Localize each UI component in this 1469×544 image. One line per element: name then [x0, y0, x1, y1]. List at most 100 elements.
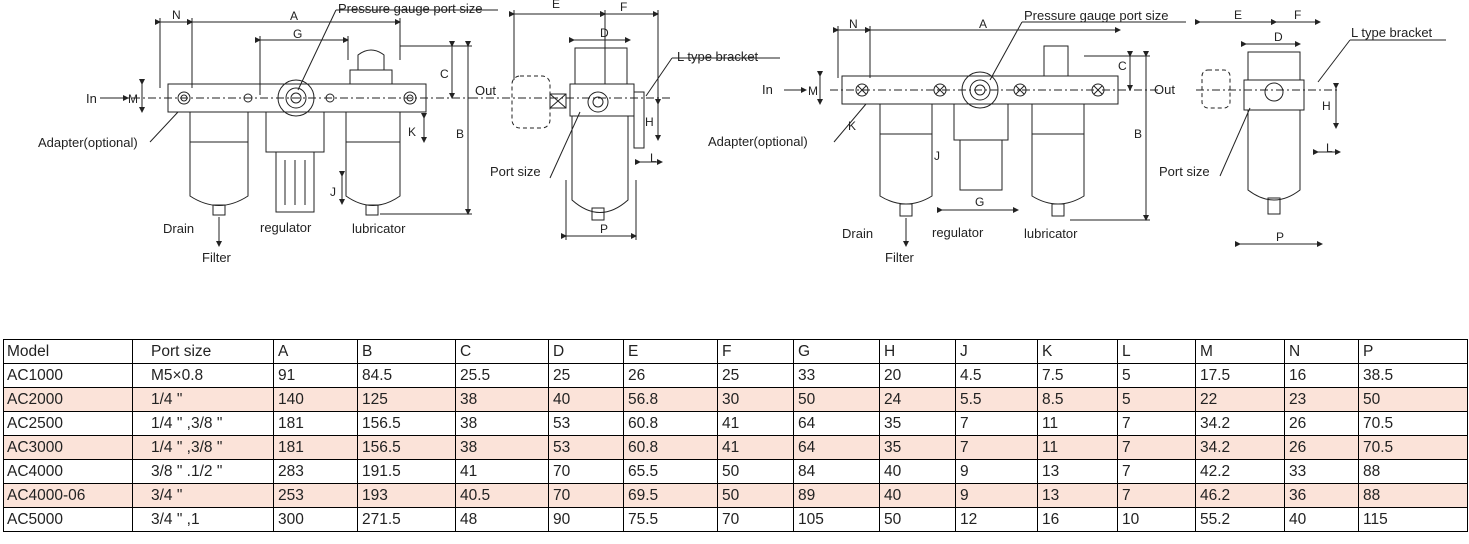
- label-out-left: Out: [475, 83, 496, 98]
- table-cell: 53: [548, 411, 624, 436]
- dim-h-right: H: [1322, 99, 1331, 113]
- table-cell: 13: [1037, 459, 1118, 484]
- table-cell: 41: [717, 411, 794, 436]
- table-cell: 8.5: [1037, 387, 1118, 412]
- dim-a-left: A: [290, 9, 298, 23]
- table-cell: 5: [1117, 363, 1196, 388]
- table-cell: 35: [879, 435, 956, 460]
- table-cell: 26: [1284, 435, 1359, 460]
- table-cell: 38: [455, 411, 549, 436]
- table-cell: 50: [717, 483, 794, 508]
- table-cell: 7: [1117, 483, 1196, 508]
- table-cell: 1/4 ": [132, 387, 274, 412]
- label-in-right: In: [762, 82, 773, 97]
- table-cell: 25.5: [455, 363, 549, 388]
- table-header-cell: D: [548, 339, 624, 364]
- dim-n-left: N: [172, 8, 181, 22]
- table-cell: 41: [455, 459, 549, 484]
- table-cell: 40.5: [455, 483, 549, 508]
- table-cell: 7: [955, 411, 1038, 436]
- table-cell: 50: [793, 387, 880, 412]
- dim-l-left: L: [650, 151, 657, 165]
- label-adapter-right: Adapter(optional): [708, 134, 808, 149]
- dim-f-right: F: [1294, 8, 1301, 22]
- table-cell: 38.5: [1358, 363, 1468, 388]
- dim-j-right: J: [934, 149, 940, 163]
- dim-n-right: N: [849, 17, 858, 31]
- table-cell: 64: [793, 435, 880, 460]
- left-side-view: [470, 10, 780, 240]
- table-cell: 60.8: [623, 435, 718, 460]
- dim-c-right: C: [1118, 59, 1127, 73]
- label-pressure-gauge-right: Pressure gauge port size: [1024, 8, 1169, 23]
- table-header-cell: Model: [3, 339, 133, 364]
- dim-g-left: G: [293, 27, 302, 41]
- table-cell: 3/8 " .1/2 ": [132, 459, 274, 484]
- table-cell: 125: [357, 387, 456, 412]
- drawing-labels: Pressure gauge port size In Out Adapter(…: [38, 0, 1433, 265]
- table-cell: 1/4 " ,3/8 ": [132, 435, 274, 460]
- table-cell: 10: [1117, 507, 1196, 532]
- table-cell: 56.8: [623, 387, 718, 412]
- table-cell: 7: [1117, 411, 1196, 436]
- table-cell: 65.5: [623, 459, 718, 484]
- dim-e-left: E: [552, 0, 560, 11]
- table-cell: 9: [955, 459, 1038, 484]
- table-cell: 38: [455, 387, 549, 412]
- table-cell: 84.5: [357, 363, 456, 388]
- table-cell: 60.8: [623, 411, 718, 436]
- dim-p-left: P: [600, 222, 608, 236]
- table-cell: 46.2: [1195, 483, 1285, 508]
- table-header-cell: H: [879, 339, 956, 364]
- dim-a-right: A: [979, 17, 987, 31]
- table-header-cell: L: [1117, 339, 1196, 364]
- table-header-cell: K: [1037, 339, 1118, 364]
- table-cell: 11: [1037, 411, 1118, 436]
- left-front-view: [100, 9, 498, 247]
- table-cell: 25: [548, 363, 624, 388]
- table-cell: 90: [548, 507, 624, 532]
- label-lubricator-left: lubricator: [352, 221, 406, 236]
- table-header-cell: J: [955, 339, 1038, 364]
- table-cell: 84: [793, 459, 880, 484]
- table-cell: 193: [357, 483, 456, 508]
- label-in-left: In: [86, 91, 97, 106]
- table-cell: 115: [1358, 507, 1468, 532]
- label-regulator-right: regulator: [932, 225, 984, 240]
- table-cell: 48: [455, 507, 549, 532]
- table-cell: 70: [717, 507, 794, 532]
- label-adapter-left: Adapter(optional): [38, 135, 138, 150]
- label-l-bracket-left: L type bracket: [677, 49, 759, 64]
- dim-e-right: E: [1234, 8, 1242, 22]
- table-cell: 55.2: [1195, 507, 1285, 532]
- table-cell: M5×0.8: [132, 363, 274, 388]
- table-cell: 191.5: [357, 459, 456, 484]
- table-cell: 17.5: [1195, 363, 1285, 388]
- right-side-view: [1195, 19, 1446, 247]
- label-out-right: Out: [1154, 82, 1175, 97]
- table-cell: 24: [879, 387, 956, 412]
- table-cell: AC4000-06: [3, 483, 133, 508]
- table-header-cell: B: [357, 339, 456, 364]
- table-cell: 7: [1117, 459, 1196, 484]
- dim-j-left: J: [330, 185, 336, 199]
- label-drain-left: Drain: [163, 221, 194, 236]
- table-cell: 70.5: [1358, 435, 1468, 460]
- table-cell: AC2000: [3, 387, 133, 412]
- table-cell: 4.5: [955, 363, 1038, 388]
- table-header-cell: M: [1195, 339, 1285, 364]
- table-cell: 50: [879, 507, 956, 532]
- table-cell: 91: [273, 363, 358, 388]
- table-cell: 9: [955, 483, 1038, 508]
- table-cell: 75.5: [623, 507, 718, 532]
- dim-b-right: B: [1134, 127, 1142, 141]
- dim-f-left: F: [620, 0, 627, 14]
- table-cell: 26: [1284, 411, 1359, 436]
- dim-c-left: C: [440, 67, 449, 81]
- table-cell: 11: [1037, 435, 1118, 460]
- table-cell: 70.5: [1358, 411, 1468, 436]
